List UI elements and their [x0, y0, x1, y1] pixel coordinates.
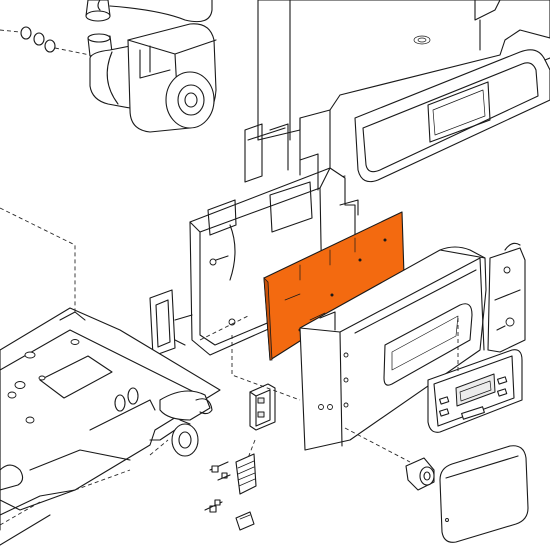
- burner-assembly: [0, 307, 221, 546]
- terminal-block: [249, 383, 276, 431]
- facia-panel: [354, 49, 550, 183]
- pump: [0, 0, 217, 133]
- user-display: [427, 349, 523, 433]
- o-ring: [20, 26, 32, 40]
- o-ring: [33, 32, 45, 46]
- small-connector: [235, 511, 255, 531]
- o-ring: [44, 39, 56, 53]
- display-button[interactable]: [439, 396, 450, 405]
- control-box-front: [299, 242, 526, 451]
- display-button[interactable]: [497, 376, 508, 385]
- connectors: [204, 453, 257, 531]
- sensor: [171, 423, 199, 457]
- side-clip: [149, 289, 176, 357]
- display-button[interactable]: [439, 408, 450, 417]
- display-button[interactable]: [461, 406, 485, 420]
- leader-lines: [0, 207, 459, 526]
- display-screen: [455, 373, 496, 407]
- display-cover: [439, 445, 529, 543]
- connector-strip: [235, 453, 257, 495]
- pump-end-cap: [165, 71, 215, 129]
- knob[interactable]: [405, 457, 435, 491]
- display-button[interactable]: [497, 388, 508, 397]
